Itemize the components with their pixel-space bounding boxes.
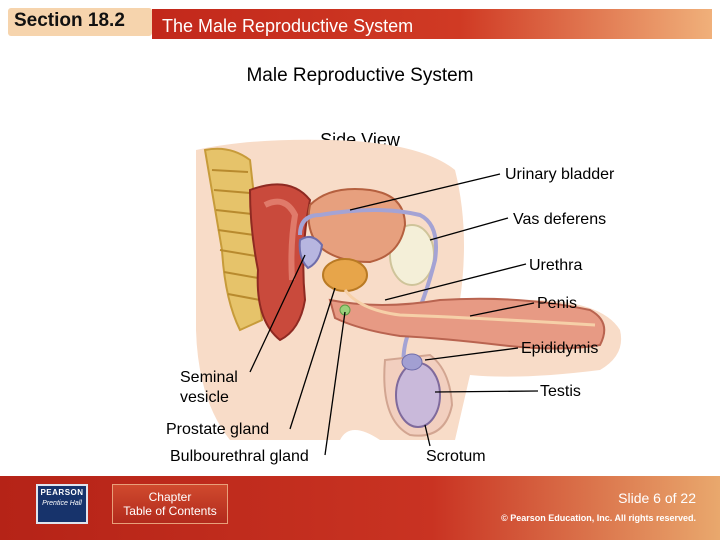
slide-footer: [0, 476, 720, 540]
leader-lines: [249, 173, 539, 456]
title-bar: [152, 9, 712, 39]
penis-shape: [328, 297, 606, 350]
anatomy-illustration: [196, 139, 622, 456]
label-vas-deferens: Vas deferens: [513, 211, 607, 228]
chapter-toc-button[interactable]: Chapter Table of Contents: [112, 484, 228, 524]
pearson-sub: Prentice Hall: [42, 500, 82, 507]
diagram-title: Male Reproductive System: [246, 65, 474, 86]
section-title: The Male Reproductive System: [162, 16, 414, 36]
toc-line-2: Table of Contents: [123, 504, 217, 518]
label-seminal-vesicle-line1: Seminal: [180, 369, 238, 386]
testis-shape: [395, 362, 441, 428]
label-urethra: Urethra: [529, 257, 583, 274]
label-prostate-gland: Prostate gland: [166, 421, 270, 438]
seminal-vesicle-shape: [298, 235, 324, 270]
pearson-logo[interactable]: PEARSON Prentice Hall: [36, 484, 88, 524]
vertebrae: [211, 169, 261, 301]
prostate-shape: [322, 258, 368, 292]
intestine-loop: [263, 198, 299, 281]
urethra-line: [343, 289, 596, 327]
label-epididymis: Epididymis: [521, 340, 599, 357]
copyright: © Pearson Education, Inc. All rights res…: [501, 513, 696, 523]
label-penis: Penis: [537, 295, 578, 312]
slide-number: Slide 6 of 22: [618, 490, 696, 506]
toc-line-1: Chapter: [148, 490, 192, 504]
epididymis-shape: [401, 353, 423, 371]
label-urinary-bladder: Urinary bladder: [505, 166, 615, 183]
label-seminal-vesicle-line2: vesicle: [180, 389, 229, 406]
section-badge: [8, 8, 152, 36]
pearson-brand: PEARSON: [40, 488, 84, 497]
label-bulbourethral-gland: Bulbourethral gland: [170, 448, 309, 465]
section-number: Section 18.2: [14, 10, 125, 31]
slide-header: Section 18.2 The Male Reproductive Syste…: [0, 0, 720, 44]
label-testis: Testis: [540, 383, 581, 400]
label-scrotum: Scrotum: [426, 448, 486, 465]
